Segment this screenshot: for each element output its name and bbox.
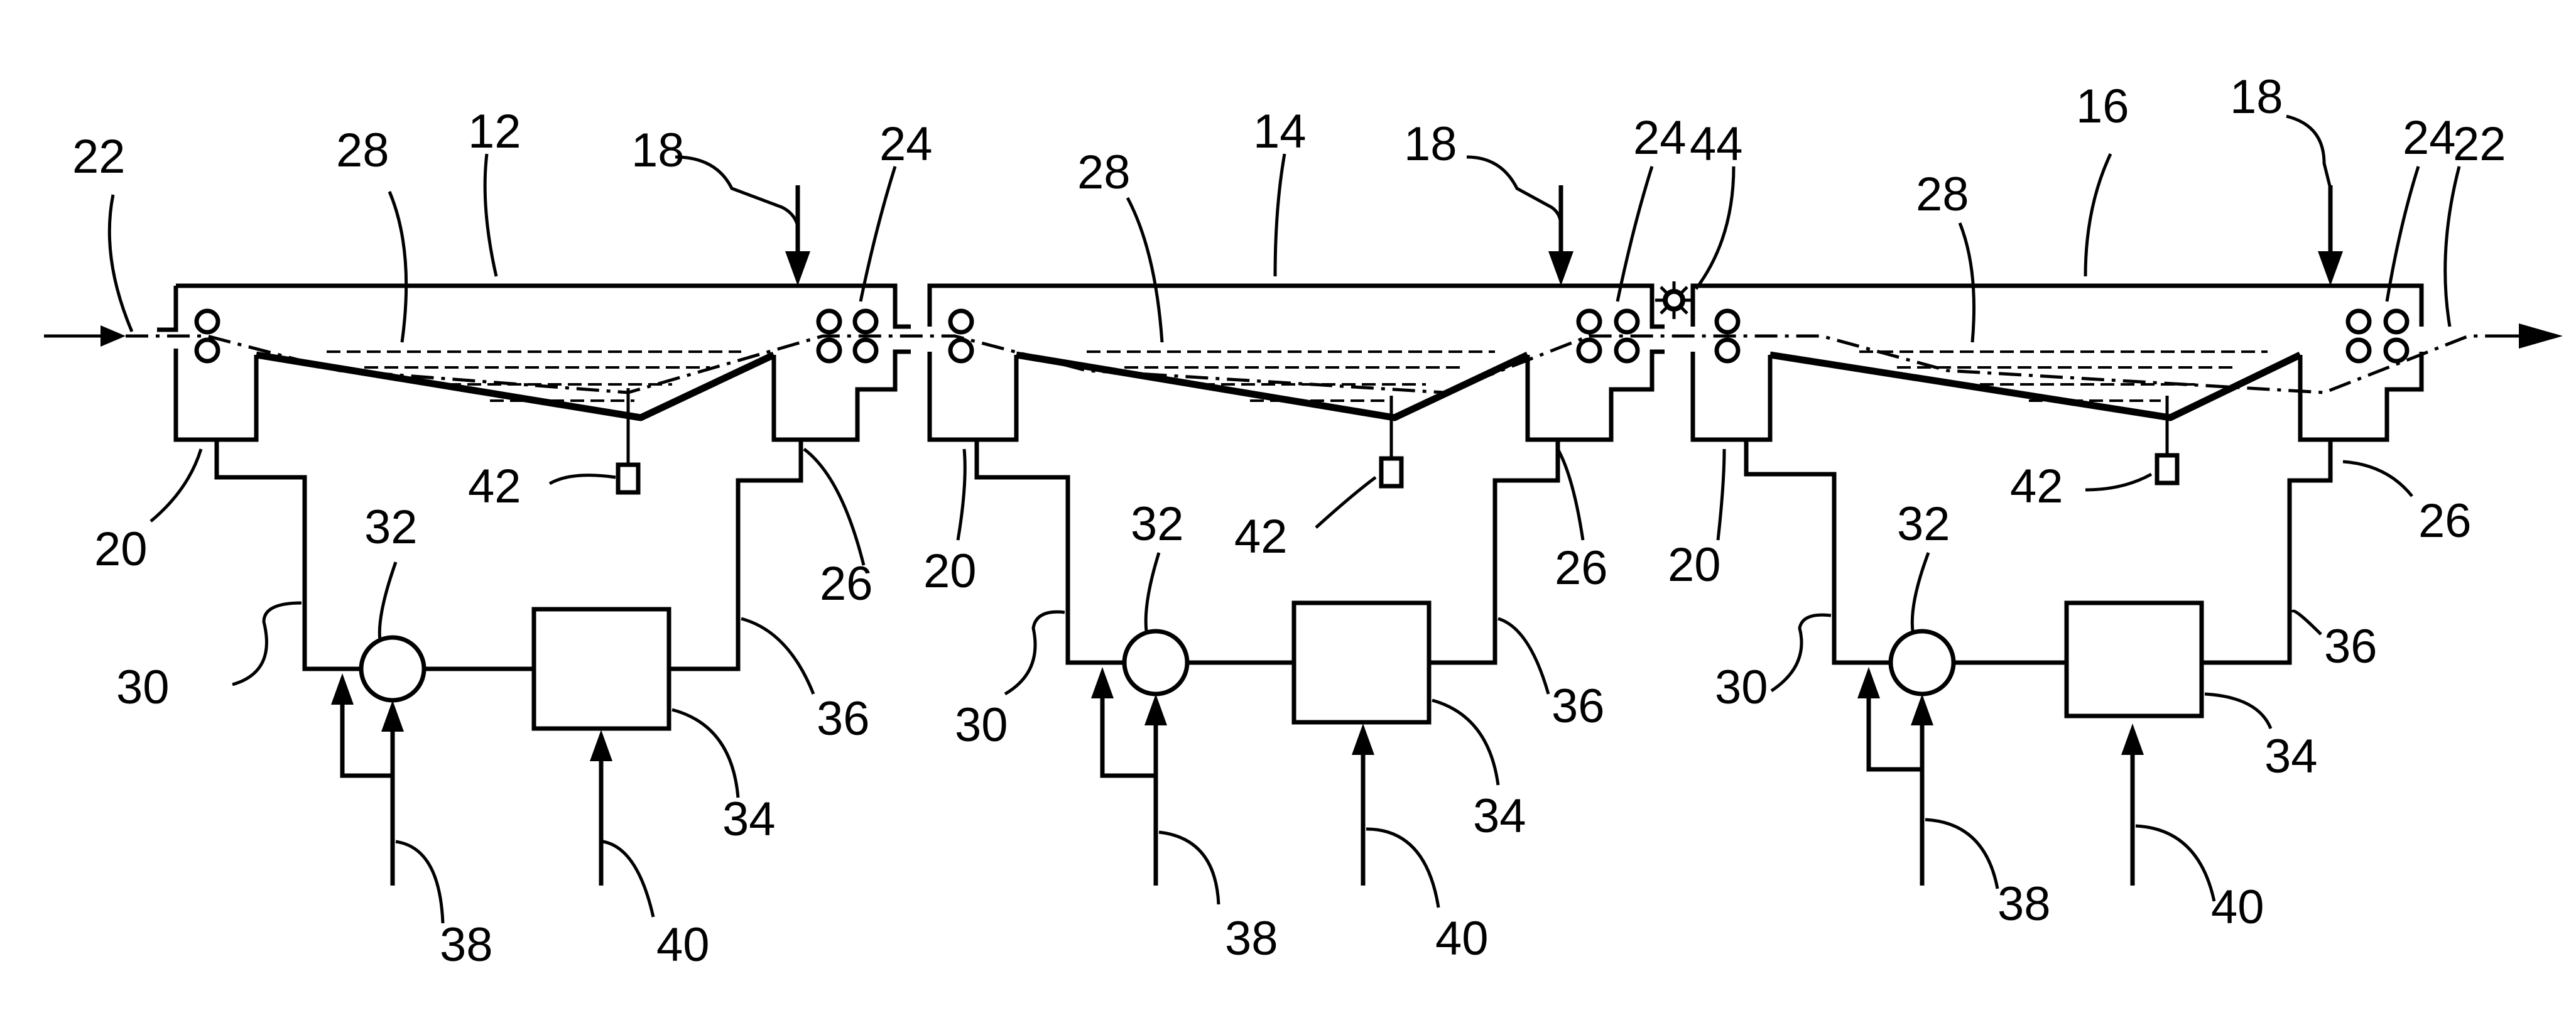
pump-32 — [1891, 631, 1954, 694]
roll-icon — [1717, 340, 1738, 361]
label-feed: 18 — [1404, 117, 1457, 171]
roll-icon — [2348, 340, 2369, 361]
label-feed: 18 — [2230, 70, 2283, 124]
label-bath: 28 — [1077, 146, 1131, 199]
pump-32 — [361, 637, 424, 700]
label-makeup-b: 40 — [656, 918, 710, 972]
label-inlet-chamber: 20 — [1668, 538, 1721, 592]
sensor-42 — [1381, 458, 1401, 486]
label-tank: 14 — [1253, 105, 1307, 158]
label-makeup-b: 40 — [2211, 881, 2264, 934]
roll-icon — [2386, 311, 2407, 332]
roll-icon — [2348, 311, 2369, 332]
label-rolls: 24 — [1633, 111, 1687, 165]
label-bath: 28 — [1916, 168, 1969, 221]
label-conditioner: 34 — [1473, 789, 1526, 843]
label-inlet-chamber: 20 — [94, 523, 148, 576]
label-conditioner: 34 — [722, 793, 776, 846]
conditioner-34 — [2067, 603, 2202, 716]
label-sensor: 42 — [468, 460, 521, 513]
label-return-line: 30 — [1715, 661, 1768, 714]
label-inlet-chamber: 20 — [923, 545, 977, 598]
sensor-42 — [2157, 455, 2177, 483]
label-makeup-a: 38 — [1225, 912, 1278, 965]
pump-32 — [1124, 631, 1187, 694]
label-sensor: 42 — [1234, 510, 1288, 563]
roll-icon — [1717, 311, 1738, 332]
roll-icon — [1579, 340, 1600, 361]
label-pump: 32 — [1897, 497, 1950, 551]
roll-icon — [818, 340, 840, 361]
label-outlet-chamber: 26 — [820, 557, 873, 610]
label-outlet-chamber: 26 — [1555, 541, 1608, 595]
label-device: 44 — [1690, 117, 1743, 171]
roll-icon — [818, 311, 840, 332]
label-pump: 32 — [364, 501, 418, 554]
label-feed: 18 — [631, 124, 685, 177]
label-makeup-a: 38 — [1997, 877, 2051, 931]
label-makeup-b: 40 — [1435, 912, 1489, 965]
roll-icon — [1579, 311, 1600, 332]
conditioner-34 — [1294, 603, 1429, 722]
label-conditioner: 34 — [2264, 730, 2318, 783]
label-tank: 12 — [468, 105, 521, 158]
roll-icon — [950, 311, 972, 332]
label-return-line: 30 — [116, 661, 170, 714]
label-rolls: 24 — [2403, 111, 2456, 165]
roll-icon — [197, 340, 218, 361]
roll-icon — [1616, 340, 1638, 361]
label-return-line: 30 — [955, 698, 1008, 752]
tank-14: 14 18 24 28 20 26 42 32 30 36 34 38 40 — [923, 105, 1687, 965]
conditioner-34 — [534, 609, 669, 729]
label-strip: 22 — [2453, 117, 2506, 171]
label-tank: 16 — [2076, 80, 2129, 133]
roll-icon — [1616, 311, 1638, 332]
tank-12: 12 18 24 28 22 20 26 42 32 30 36 34 38 4… — [72, 105, 933, 972]
label-supply-line: 36 — [1552, 680, 1605, 733]
label-outlet-chamber: 26 — [2418, 494, 2472, 548]
label-makeup-a: 38 — [440, 918, 493, 972]
roll-icon — [197, 311, 218, 332]
roll-icon — [855, 340, 876, 361]
label-sensor: 42 — [2010, 460, 2063, 513]
sensor-42 — [618, 465, 638, 492]
label-strip: 22 — [72, 130, 126, 183]
label-rolls: 24 — [879, 117, 933, 171]
label-supply-line: 36 — [2324, 620, 2378, 673]
roll-icon — [855, 311, 876, 332]
label-pump: 32 — [1131, 497, 1184, 551]
tank-16: 16 18 24 28 20 26 42 32 30 36 34 38 40 2… — [1668, 70, 2506, 934]
label-supply-line: 36 — [817, 692, 870, 745]
roll-icon — [2386, 340, 2407, 361]
label-bath: 28 — [336, 124, 389, 177]
roll-icon — [950, 340, 972, 361]
